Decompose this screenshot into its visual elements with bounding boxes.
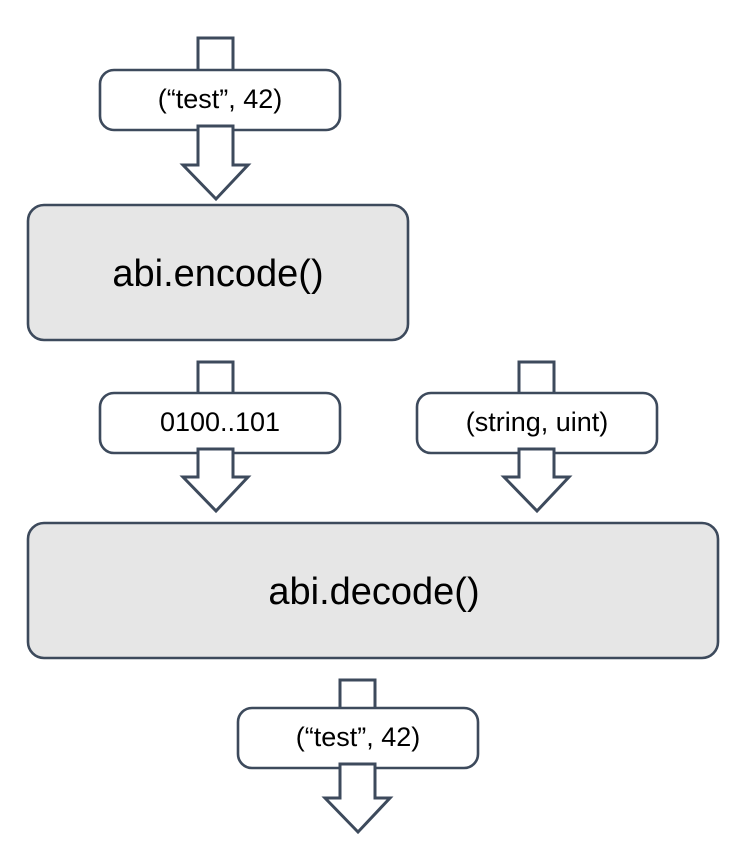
- output-tuple-bottom-label: (“test”, 42): [296, 722, 421, 752]
- arrow-bytes-to-decode-icon: [179, 447, 252, 514]
- encoded-bytes-label: 0100..101: [160, 407, 280, 437]
- type-signature-label: (string, uint): [466, 407, 609, 437]
- arrow-types-to-decode-icon: [500, 447, 573, 514]
- encode-process-box: [26, 203, 410, 342]
- arrow-output-exit-icon: [321, 762, 394, 835]
- input-tuple-top-label: (“test”, 42): [158, 84, 283, 114]
- decode-process-box: [26, 521, 720, 660]
- arrow-tuple-to-encode-icon: [179, 124, 252, 202]
- decode-process-label: abi.decode(): [268, 571, 479, 613]
- encode-process-label: abi.encode(): [112, 253, 323, 295]
